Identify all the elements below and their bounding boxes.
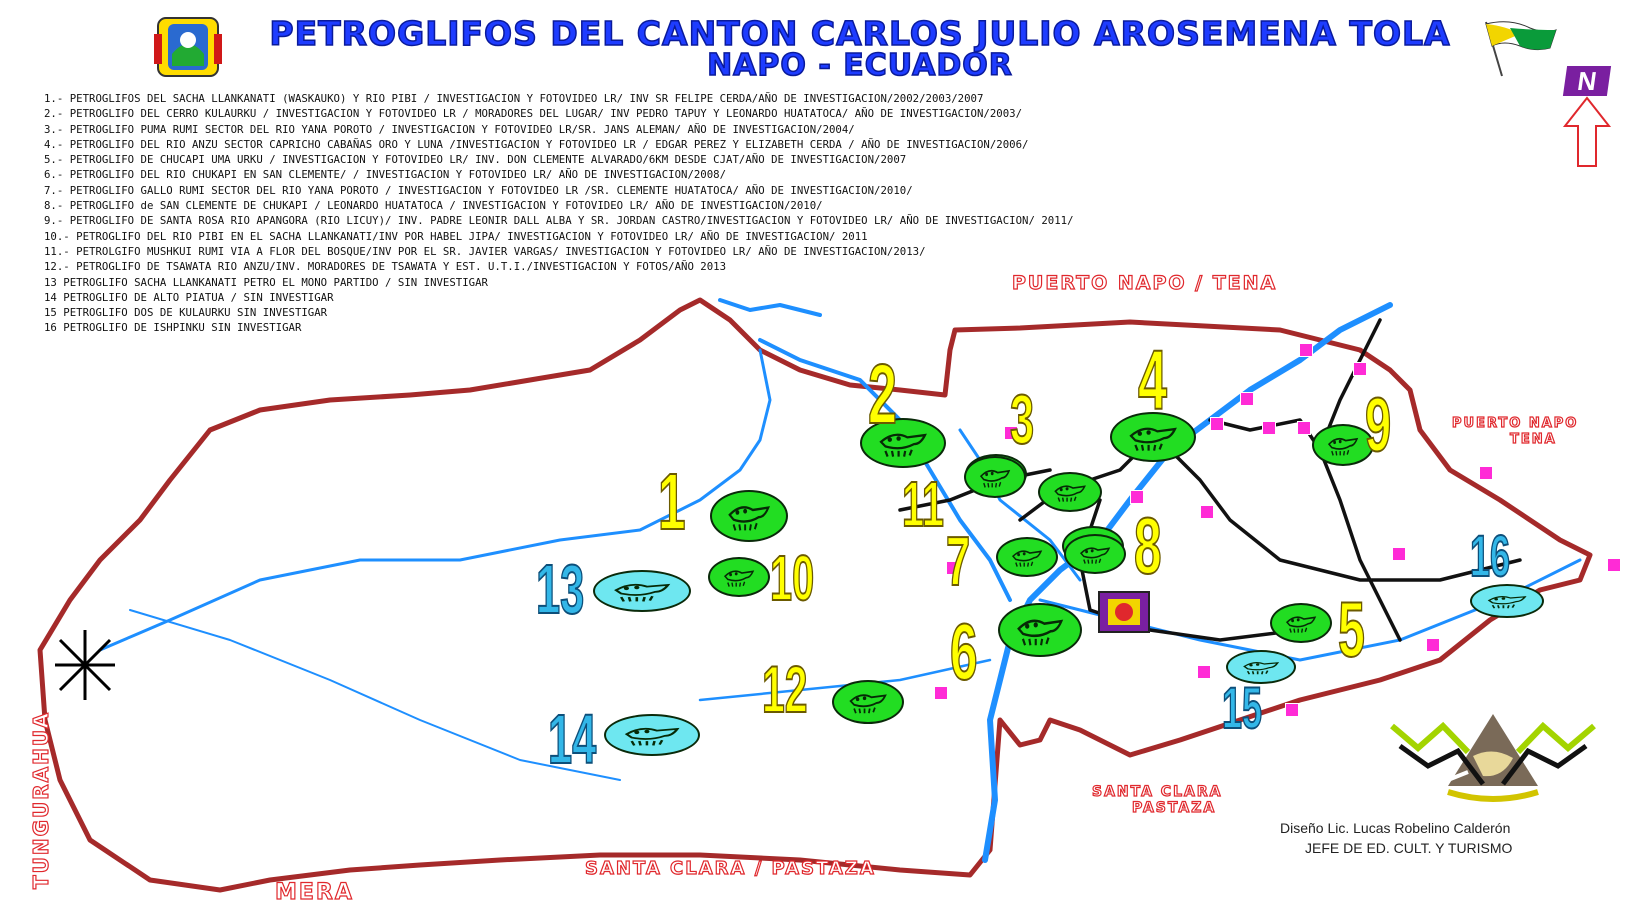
- designer-position: JEFE DE ED. CULT. Y TURISMO: [1305, 840, 1513, 856]
- petroglyph-oval-13: [593, 570, 691, 612]
- petroglyph-number-3: 3: [1009, 380, 1035, 458]
- legend-item: 7.- PETROGLIFO GALLO RUMI SECTOR DEL RIO…: [44, 183, 913, 197]
- petroglyph-number-10: 10: [769, 542, 815, 614]
- region-label-mera: MERA: [274, 879, 354, 905]
- petroglyph-oval-1: [710, 490, 788, 542]
- petroglyph-oval-6: [998, 603, 1082, 657]
- rivers: [98, 298, 1582, 863]
- petroglyph-oval-15: [1226, 650, 1296, 684]
- town-marker: [1130, 490, 1144, 504]
- map-title: PETROGLIFOS DEL CANTON CARLOS JULIO AROS…: [269, 13, 1451, 54]
- petroglyph-oval-5: [1270, 603, 1332, 643]
- petroglyph-legend: 1.- PETROGLIFOS DEL SACHA LLANKANATI (WA…: [44, 91, 1484, 336]
- petroglyph-oval-12: [832, 680, 904, 724]
- region-label-tungurahua: TUNGURAHUA: [28, 710, 53, 889]
- legend-item: 6.- PETROGLIFO DEL RIO CHUKAPI EN SAN CL…: [44, 168, 727, 182]
- map-subtitle: NAPO - ECUADOR: [706, 47, 1013, 84]
- petroglyph-oval-9: [1312, 424, 1374, 466]
- legend-item: 15 PETROGLIFO DOS DE KULAURKU SIN INVEST…: [44, 306, 328, 320]
- region-label-puerto-napo-tena: PUERTO NAPO / TENA: [1011, 271, 1278, 294]
- petroglyph-number-9: 9: [1364, 383, 1392, 468]
- town-marker: [1299, 343, 1313, 357]
- petroglyph-number-11: 11: [901, 468, 944, 540]
- petroglyph-number-1: 1: [657, 457, 686, 546]
- tungurahua-marker: [55, 630, 115, 700]
- legend-item: 1.- PETROGLIFOS DEL SACHA LLANKANATI (WA…: [44, 92, 984, 105]
- canton-boundary: [37, 297, 1593, 893]
- legend-item: 4.- PETROGLIFO DEL RIO ANZU SECTOR CAPRI…: [44, 137, 1029, 151]
- road-branch-2: [1168, 448, 1522, 582]
- river-yana-poroto: [958, 428, 1082, 582]
- town-marker: [1353, 362, 1367, 376]
- flag-icon: [1485, 21, 1557, 77]
- legend-item: 14 PETROGLIFO DE ALTO PIATUA / SIN INVES…: [44, 290, 334, 304]
- petroglyph-oval-extra-2: [1064, 534, 1126, 574]
- petroglyph-number-8: 8: [1133, 501, 1162, 590]
- petroglyph-number-7: 7: [945, 522, 971, 600]
- region-label-puerto-napo-right: PUERTO NAPO: [1451, 415, 1579, 431]
- legend-item: 13 PETROGLIFO SACHA LLANKANATI PETRO EL …: [44, 275, 488, 289]
- town-marker: [1197, 665, 1211, 679]
- petroglyph-oval-extra-1: [1038, 472, 1102, 512]
- town-marker: [1200, 505, 1214, 519]
- legend-item: 5.- PETROGLIFO DE CHUCAPI UMA URKU / INV…: [44, 153, 907, 167]
- town-marker: [946, 561, 960, 575]
- petroglyph-oval-2: [860, 418, 946, 468]
- town-marker: [1240, 392, 1254, 406]
- town-marker: [1297, 421, 1311, 435]
- town-marker: [1285, 703, 1299, 717]
- petroglyph-number-16: 16: [1469, 524, 1510, 589]
- petroglyph-number-13: 13: [535, 550, 585, 628]
- petroglyph-oval-16: [1470, 584, 1544, 618]
- petroglyph-oval-7: [996, 537, 1058, 577]
- river-west: [129, 609, 621, 781]
- legend-item: 12.- PETROGLIFO DE TSAWATA RIO ANZU/INV.…: [44, 260, 727, 274]
- petroglyph-number-4: 4: [1137, 333, 1167, 427]
- region-label-santa-clara-pastaza: SANTA CLARA / PASTAZA: [584, 857, 876, 879]
- north-letter: N: [1562, 66, 1612, 96]
- region-label-santa-clara-right: SANTA CLARA: [1091, 783, 1223, 800]
- town-marker: [934, 686, 948, 700]
- designer-logo-icon: [1390, 714, 1596, 802]
- petroglyph-number-6: 6: [949, 607, 978, 696]
- petroglyph-number-12: 12: [761, 652, 808, 726]
- town-marker: [1004, 426, 1018, 440]
- region-label-tena-right: TENA: [1509, 431, 1557, 447]
- petroglyph-number-15: 15: [1221, 676, 1262, 741]
- petroglyph-oval-10: [708, 557, 770, 597]
- petroglyph-oval-11: [964, 456, 1026, 498]
- town-marker: [1426, 638, 1440, 652]
- town-marker: [1607, 558, 1621, 572]
- north-arrow-icon: [1562, 96, 1612, 167]
- designer-credit: Diseño Lic. Lucas Robelino Calderón: [1280, 820, 1511, 836]
- town-center-icon: [1098, 591, 1150, 633]
- region-label-pastaza-right: PASTAZA: [1131, 799, 1217, 816]
- town-marker: [1262, 421, 1276, 435]
- petroglyph-oval-14: [604, 714, 700, 756]
- legend-item: 10.- PETROGLIFO DEL RIO PIBI EN EL SACHA…: [44, 229, 868, 243]
- legend-item: 2.- PETROGLIFO DEL CERRO KULAURKU / INVE…: [44, 107, 1023, 121]
- town-marker: [1392, 547, 1406, 561]
- town-marker: [1479, 466, 1493, 480]
- petroglyph-number-5: 5: [1337, 585, 1365, 673]
- legend-item: 9.- PETROGLIFO DE SANTA ROSA RIO APANGOR…: [44, 214, 1074, 228]
- legend-item: 3.- PETROGLIFO PUMA RUMI SECTOR DEL RIO …: [44, 122, 855, 136]
- legend-item: 11.- PETROLGIFO MUSHKUI RUMI VIA A FLOR …: [44, 244, 926, 258]
- canton-shield-icon: [154, 17, 222, 77]
- river-pibi: [98, 348, 772, 652]
- town-marker: [1210, 417, 1224, 431]
- petroglyph-oval-4: [1110, 412, 1196, 462]
- petroglyph-number-2: 2: [867, 347, 897, 441]
- legend-item: 8.- PETROGLIFO de SAN CLEMENTE DE CHUKAP…: [44, 199, 823, 213]
- legend-item: 16 PETROGLIFO DE ISHPINKU SIN INVESTIGAR: [44, 321, 302, 335]
- petroglyph-number-14: 14: [547, 700, 597, 778]
